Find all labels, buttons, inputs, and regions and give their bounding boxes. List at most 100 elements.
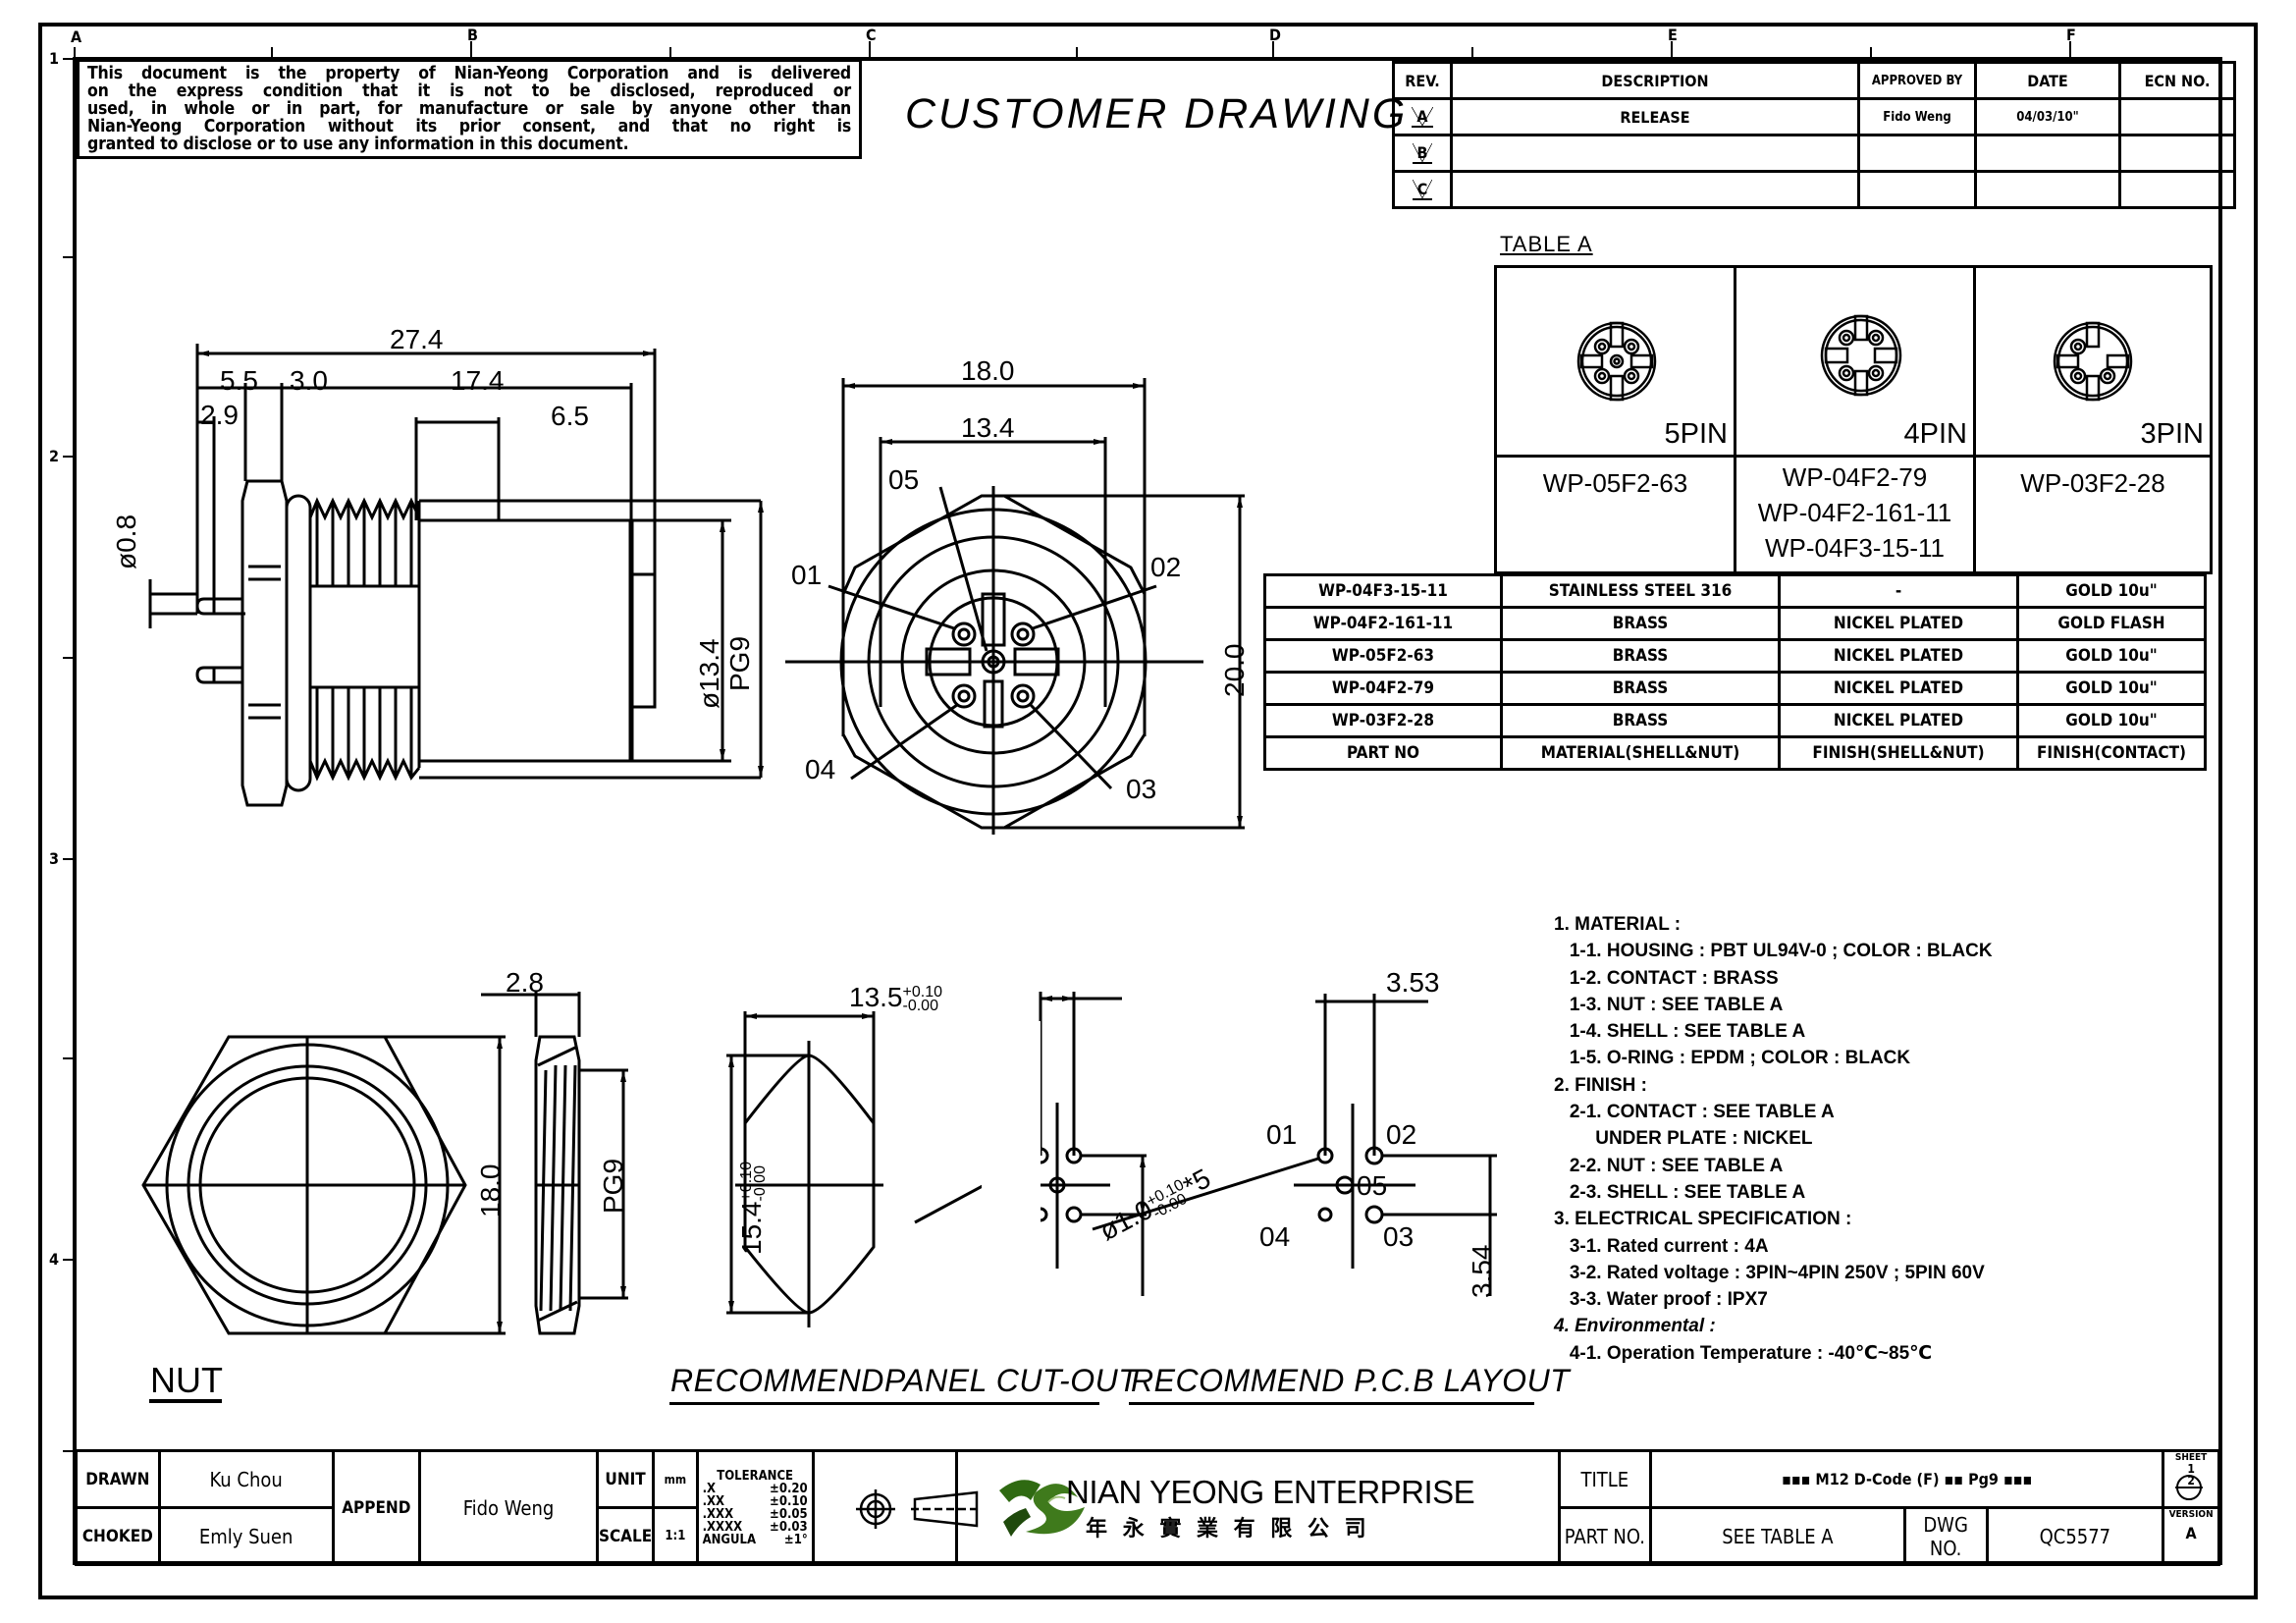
- dim-nut-thickness: 2.8: [506, 967, 544, 998]
- dim-thread: PG9: [724, 635, 755, 691]
- variant-3pin-cell: 3PIN: [1973, 265, 2213, 458]
- sheet-total: 2: [2187, 1474, 2195, 1488]
- panel-cutout-drawing: [726, 1011, 883, 1327]
- checked-label: CHOKED: [75, 1506, 161, 1566]
- material-table: WP-04F3-15-11 STAINLESS STEEL 316 - GOLD…: [1263, 573, 2207, 771]
- tolerance-row: .X±0.20: [703, 1483, 808, 1495]
- revision-table: REV. DESCRIPTION APPROVED BY DATE ECN NO…: [1392, 61, 2236, 209]
- rev-description: [1450, 134, 1860, 173]
- header-part-no: PART NO: [1263, 735, 1503, 771]
- part-number: WP-04F3-15-11: [1764, 533, 1946, 563]
- header-finish-shell: FINISH(SHELL&NUT): [1778, 735, 2019, 771]
- note-line: 2-1. CONTACT : SEE TABLE A: [1554, 1102, 1835, 1123]
- title-block-row-1: DRAWN Ku Chou APPEND Fido Weng UNIT mm T…: [75, 1449, 2220, 1566]
- revision-header-row: REV. DESCRIPTION APPROVED BY DATE ECN NO…: [1392, 61, 2236, 100]
- version-cell: VERSION A: [2162, 1506, 2220, 1566]
- pcb-pin-04: 04: [1259, 1221, 1291, 1252]
- tol-value: ±0.05: [770, 1506, 808, 1522]
- cell-finish-contact: GOLD FLASH: [2016, 606, 2207, 641]
- note-line: 2. FINISH :: [1554, 1074, 1648, 1096]
- approved-header: APPROVED BY: [1857, 61, 1977, 100]
- dim-shell: 6.5: [551, 401, 589, 431]
- cell-finish-shell: NICKEL PLATED: [1778, 703, 2019, 738]
- append-label: APPEND: [331, 1449, 422, 1566]
- cell-finish-contact: GOLD 10u": [2016, 703, 2207, 738]
- dim-pin-diameter: ø0.8: [111, 514, 141, 569]
- note-line: 1-4. SHELL : SEE TABLE A: [1554, 1021, 1806, 1043]
- note-line: 4. Environmental :: [1554, 1316, 1716, 1337]
- material-row: WP-03F2-28 BRASS NICKEL PLATED GOLD 10u": [1263, 703, 2207, 738]
- sheet-cell: SHEET 1 2: [2162, 1449, 2220, 1509]
- company-name-en: NIAN YEONG ENTERPRISE: [1066, 1473, 1475, 1510]
- cutout-caption: RECOMMENDPANEL CUT-OUT: [670, 1363, 1139, 1398]
- header-finish-contact: FINISH(CONTACT): [2016, 735, 2207, 771]
- unit-value: mm: [652, 1449, 699, 1509]
- note-line: 1. MATERIAL :: [1554, 914, 1682, 935]
- cell-part-no: WP-04F3-15-11: [1263, 573, 1503, 609]
- rev-approved: [1857, 134, 1977, 173]
- dim-body-length: 17.4: [451, 365, 505, 396]
- header-material: MATERIAL(SHELL&NUT): [1500, 735, 1781, 771]
- note-line: UNDER PLATE : NICKEL: [1554, 1128, 1813, 1150]
- cell-part-no: WP-03F2-28: [1263, 703, 1503, 738]
- rev-ecn: [2118, 134, 2236, 173]
- dim-front-height: 20.0: [1219, 643, 1250, 698]
- pcb-pin-05: 05: [1357, 1170, 1388, 1201]
- part-no-label: PART NO.: [1557, 1506, 1653, 1566]
- tolerance-row: ANGULA±1°: [703, 1534, 808, 1546]
- material-row: WP-04F2-79 BRASS NICKEL PLATED GOLD 10u": [1263, 671, 2207, 706]
- table-a: 5PIN 4PIN 3PIN WP-05F2-63 WP-04F2-79 WP-…: [1494, 265, 2213, 574]
- part-number: WP-05F2-63: [1542, 468, 1688, 498]
- cell-finish-contact: GOLD 10u": [2016, 573, 2207, 609]
- pin-label-01: 01: [791, 560, 823, 590]
- ecn-header: ECN NO.: [2118, 61, 2236, 100]
- tolerance-row: .XXXX±0.03: [703, 1521, 808, 1534]
- spec-notes: 1. MATERIAL : 1-1. HOUSING : PBT UL94V-0…: [1554, 911, 1993, 1367]
- note-line: 2-3. SHELL : SEE TABLE A: [1554, 1181, 1806, 1203]
- variant-3pin-partnos: WP-03F2-28: [1973, 455, 2213, 574]
- grid-row-4: 4: [49, 1250, 60, 1269]
- scale-label: SCALE: [595, 1506, 656, 1566]
- dim-pcb-pitch-x: 3.53: [1386, 967, 1440, 998]
- rev-approved: [1857, 170, 1977, 209]
- front-view-drawing: [785, 378, 1245, 835]
- company-name-zh: 年 永 實 業 有 限 公 司: [1086, 1516, 1370, 1542]
- side-view-drawing: [148, 344, 763, 807]
- material-row: WP-04F3-15-11 STAINLESS STEEL 316 - GOLD…: [1263, 573, 2207, 609]
- pcb-layout-drawing: [914, 992, 1147, 1296]
- tol-format: .XXX: [702, 1506, 734, 1522]
- rev-triangle-a: A: [1392, 97, 1453, 136]
- cell-part-no: WP-05F2-63: [1263, 638, 1503, 674]
- rev-triangle-b: B: [1392, 134, 1453, 173]
- rev-header: REV.: [1392, 61, 1453, 100]
- note-line: 3. ELECTRICAL SPECIFICATION :: [1554, 1209, 1852, 1230]
- grid-col-e: E: [1668, 26, 1678, 44]
- note-line: 1-1. HOUSING : PBT UL94V-0 ; COLOR : BLA…: [1554, 941, 1993, 962]
- cutout-height-tol-minus: -0.00: [751, 1165, 769, 1202]
- date-header: DATE: [1974, 61, 2121, 100]
- page-title: CUSTOMER DRAWING: [905, 90, 1409, 137]
- dim-nut-thread: PG9: [598, 1158, 628, 1214]
- variant-4pin-cell: 4PIN: [1734, 265, 1976, 458]
- note-line: 1-3. NUT : SEE TABLE A: [1554, 994, 1784, 1015]
- rev-letter: B: [1412, 143, 1433, 164]
- title-label: TITLE: [1557, 1449, 1653, 1509]
- dwg-no-label: DWG NO.: [1902, 1506, 1989, 1566]
- scale-value: 1:1: [652, 1506, 699, 1566]
- cell-finish-shell: -: [1778, 573, 2019, 609]
- tol-value: ±0.03: [770, 1519, 808, 1535]
- variant-5pin-cell: 5PIN: [1494, 265, 1736, 458]
- drawn-by: Ku Chou: [157, 1449, 335, 1509]
- tolerance-title: TOLERANCE: [717, 1468, 794, 1484]
- grid-col-d: D: [1269, 26, 1281, 44]
- variant-pins-label: 3PIN: [2140, 418, 2204, 450]
- company-cell: NIAN YEONG ENTERPRISE 年 永 實 業 有 限 公 司: [955, 1449, 1561, 1566]
- drawing-title: ▪▪▪ M12 D-Code (F) ▪▪ Pg9 ▪▪▪: [1649, 1449, 2165, 1509]
- revision-row: C: [1392, 170, 2236, 209]
- cell-material: BRASS: [1500, 606, 1781, 641]
- dim-nut-across: 18.0: [475, 1163, 506, 1218]
- material-row: WP-04F2-161-11 BRASS NICKEL PLATED GOLD …: [1263, 606, 2207, 641]
- title-block: DRAWN Ku Chou APPEND Fido Weng UNIT mm T…: [75, 1449, 2220, 1566]
- rev-approved: Fido Weng: [1857, 97, 1977, 136]
